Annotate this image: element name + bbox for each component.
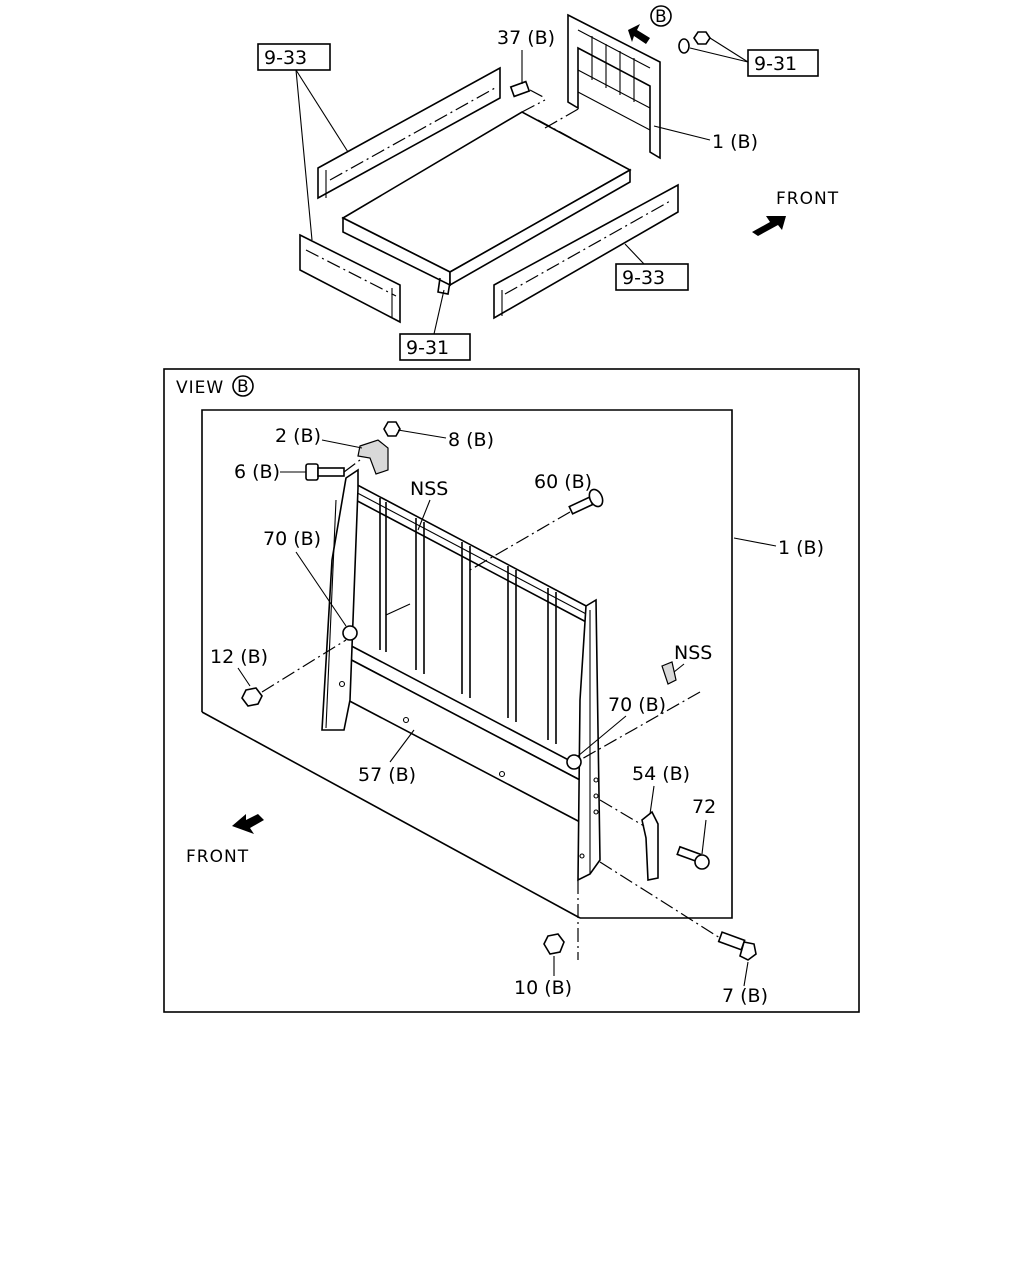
washer-nut (678, 31, 711, 54)
callout-9-31-bottom: 9-31 (406, 337, 449, 359)
front-arrow-top-icon: FRONT (752, 189, 839, 236)
callout-70-left: 70 (B) (263, 528, 321, 550)
callout-box-9-33-left (257, 43, 331, 71)
bolt-7 (599, 861, 757, 961)
deck-floor (341, 99, 632, 295)
hinge-hardware (305, 421, 401, 481)
callout-6: 6 (B) (234, 461, 280, 483)
top-exploded-view: B FRONT 9-33 9-31 37 (B) 1 (B) 9-33 9-31 (257, 5, 839, 361)
callout-60: 60 (B) (534, 471, 592, 493)
callout-10: 10 (B) (514, 977, 572, 999)
nss-clip (579, 661, 701, 761)
front-label-top: FRONT (776, 189, 839, 209)
view-title: VIEW (176, 378, 224, 398)
callout-8: 8 (B) (448, 429, 494, 451)
latch-54 (599, 799, 659, 881)
callout-box-9-31-right (747, 49, 819, 77)
callout-box-9-31-bottom (399, 333, 471, 361)
bolt-37-shape (509, 80, 546, 99)
view-title-marker: B (237, 377, 250, 397)
gate-assembly (321, 468, 601, 882)
gate-headboard (544, 13, 661, 160)
nut-12 (241, 639, 347, 707)
nut-10 (543, 880, 579, 960)
left-sideboard-lower (299, 233, 401, 324)
callout-12: 12 (B) (210, 646, 268, 668)
right-sideboard (493, 183, 679, 320)
callout-7: 7 (B) (722, 985, 768, 1007)
callout-box-9-33-right (615, 263, 689, 291)
callout-54: 54 (B) (632, 763, 690, 785)
front-arrow-view-icon: FRONT (186, 814, 264, 867)
callout-nss-top: NSS (410, 478, 448, 500)
callout-1-top: 1 (B) (712, 131, 758, 153)
view-b-panel: VIEW B (163, 368, 860, 1013)
view-marker-label: B (655, 7, 668, 27)
callout-57: 57 (B) (358, 764, 416, 786)
callout-nss-right: NSS (674, 642, 712, 664)
left-sideboard-upper (317, 66, 501, 200)
callout-9-31-right: 9-31 (754, 53, 797, 75)
callout-1: 1 (B) (778, 537, 824, 559)
bolt-60 (469, 488, 604, 571)
view-b-arrow-icon: B (628, 5, 672, 44)
front-label-view: FRONT (186, 847, 249, 867)
callout-72: 72 (692, 796, 716, 818)
callout-2: 2 (B) (275, 425, 321, 447)
callout-9-33-right: 9-33 (622, 267, 665, 289)
bolt-72 (676, 845, 710, 870)
view-b-frame (163, 368, 860, 1013)
callout-70-right: 70 (B) (608, 694, 666, 716)
callout-9-33-left: 9-33 (264, 47, 307, 69)
callout-37: 37 (B) (497, 27, 555, 49)
